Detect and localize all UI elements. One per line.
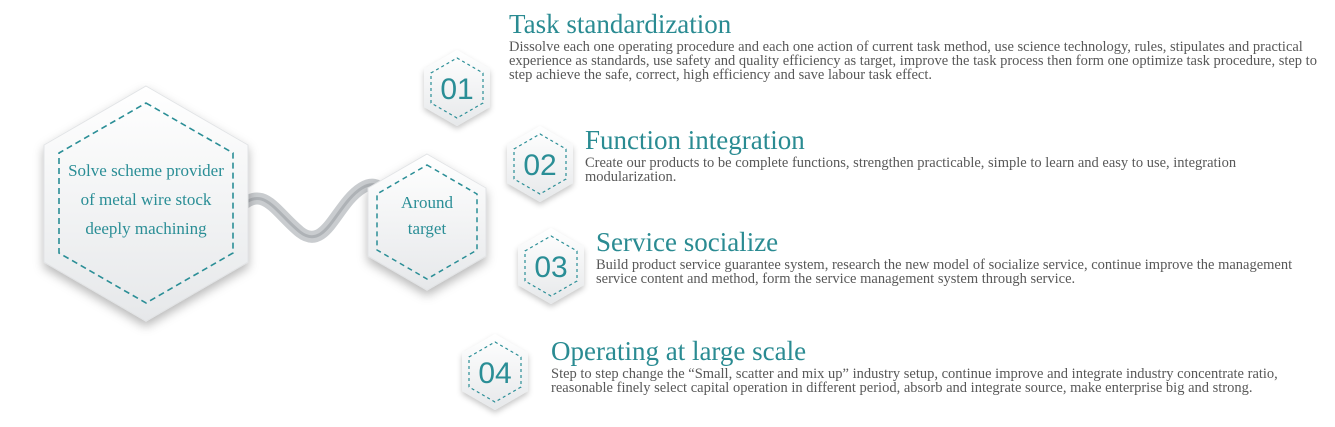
center-hexagon-dashed-border <box>58 102 234 304</box>
badge-02-number: 02 <box>523 149 556 182</box>
item-1-title: Task standardization <box>509 9 732 39</box>
center-line-3: deeply machining <box>85 219 207 238</box>
item-function-integration: Function integration Create our products… <box>585 126 1320 184</box>
item-task-standardization: Task standardization Dissolve each one o… <box>509 10 1324 82</box>
badge-04-number: 04 <box>478 357 511 390</box>
badge-01: 01 <box>424 50 490 126</box>
item-service-socialize: Service socialize Build product service … <box>596 228 1306 286</box>
badge-01-number: 01 <box>440 73 473 106</box>
item-1-description: Dissolve each one operating procedure an… <box>509 39 1317 83</box>
center-line-2: of metal wire stock <box>81 190 212 209</box>
badge-04: 04 <box>462 334 528 410</box>
item-4-title: Operating at large scale <box>551 336 807 366</box>
center-hexagon <box>43 85 249 322</box>
target-line-1: Around <box>401 193 453 212</box>
item-3-description: Build product service guarantee system, … <box>596 257 1293 287</box>
badge-03-number: 03 <box>534 251 567 284</box>
target-line-2: target <box>408 219 447 238</box>
badge-02: 02 <box>507 126 573 202</box>
item-3-title: Service socialize <box>596 227 779 257</box>
wave-connector <box>230 178 390 243</box>
center-line-1: Solve scheme provider <box>68 161 224 180</box>
item-operating-at-large-scale: Operating at large scale Step to step ch… <box>551 337 1321 395</box>
badge-03: 03 <box>518 228 584 304</box>
item-2-title: Function integration <box>585 125 805 155</box>
target-hexagon <box>367 153 487 291</box>
target-hexagon-dashed-border <box>376 164 478 280</box>
item-2-description: Create our products to be complete funct… <box>585 155 1237 185</box>
item-4-description: Step to step change the “Small, scatter … <box>551 366 1278 396</box>
